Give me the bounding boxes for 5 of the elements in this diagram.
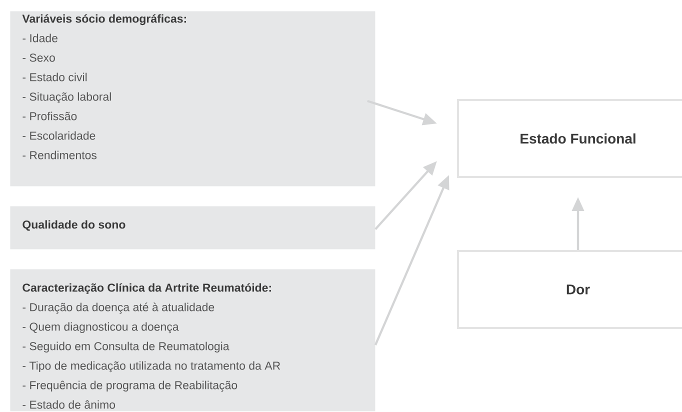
outcome-box: Dor <box>457 250 682 329</box>
info-box: Qualidade do sono <box>10 206 376 250</box>
outcome-box: Estado Funcional <box>457 99 682 178</box>
info-box: Caracterização Clínica da Artrite Reumatóide: - Duração da doença até à atualidade - Quem diagnosticou a doença - Seguido em Consulta de Reumatologia - Tipo de medicação utilizada no tratamento da AR - Frequência de programa de Reabilitação - Estado de ânimo <box>10 269 376 412</box>
info-box: Variáveis sócio demográficas: - Idade - Sexo - Estado civil - Situação laboral - Profissão - Escolaridade - Rendimentos <box>10 11 376 186</box>
